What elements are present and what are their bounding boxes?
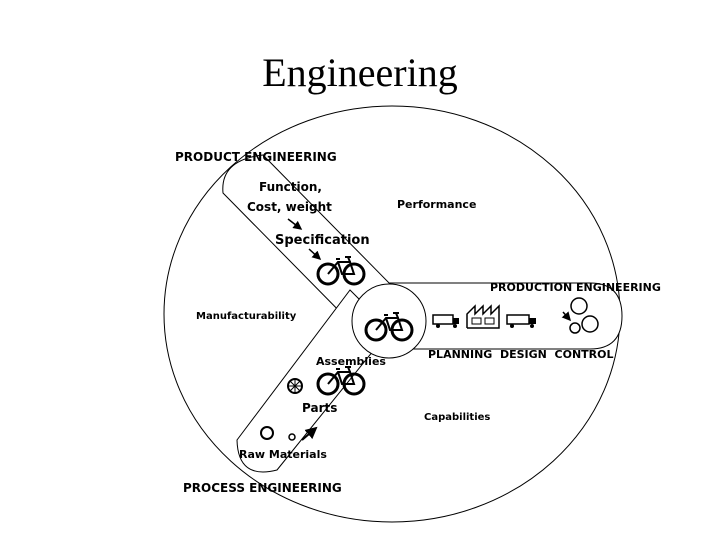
factory-icon: [466, 304, 500, 329]
manufacturability-label: Manufacturability: [196, 311, 297, 322]
specification-label: Specification: [275, 233, 370, 248]
truck-icon: [432, 314, 459, 328]
product-engineering-label: PRODUCT ENGINEERING: [175, 150, 337, 164]
capabilities-label: Capabilities: [424, 412, 490, 423]
material-circle-icon: [288, 433, 296, 441]
arrow-icon: [287, 218, 303, 230]
page-title: Engineering: [262, 50, 458, 95]
performance-label: Performance: [397, 198, 476, 211]
material-circle-icon: [260, 426, 274, 440]
process-engineering-label: PROCESS ENGINEERING: [183, 481, 342, 495]
production-engineering-band: [389, 282, 623, 350]
function-cost-label-line1: Function,: [259, 180, 322, 194]
truck-icon: [506, 314, 536, 328]
planning-design-control-label: PLANNING DESIGN CONTROL: [428, 348, 614, 361]
production-engineering-label: PRODUCTION ENGINEERING: [490, 281, 661, 294]
function-cost-label-line2: Cost, weight: [247, 200, 332, 214]
center-circle: [351, 283, 427, 359]
process-engineering-band: [236, 289, 391, 473]
assemblies-label: Assemblies: [316, 355, 386, 368]
parts-label: Parts: [302, 401, 337, 415]
flow-cycle-icon: [561, 297, 599, 334]
arrow-icon: [301, 426, 318, 441]
wheel-icon: [287, 378, 303, 394]
raw-materials-label: Raw Materials: [239, 448, 327, 461]
arrow-icon: [308, 248, 322, 261]
